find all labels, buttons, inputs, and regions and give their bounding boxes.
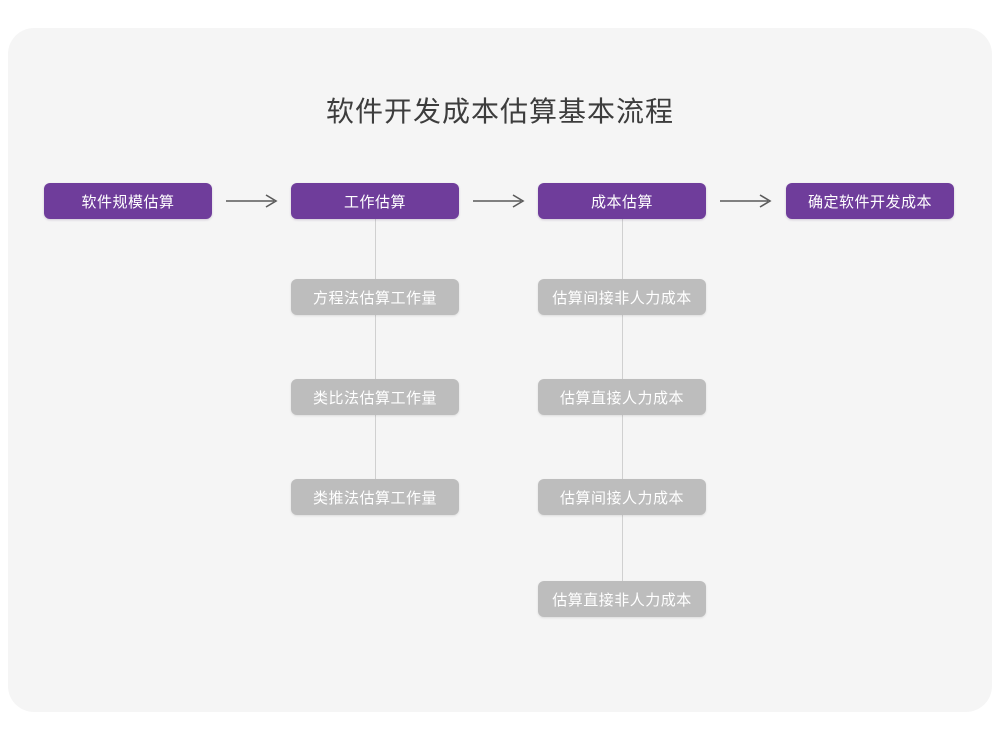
branch-2-item-4[interactable]: 估算直接非人力成本 [538, 581, 706, 617]
branch-2-item-3-label: 估算间接人力成本 [559, 489, 684, 507]
flow-step-2[interactable]: 工作估算 [291, 183, 459, 219]
flow-arrow-1 [216, 186, 291, 216]
flow-step-1[interactable]: 软件规模估算 [44, 183, 212, 219]
arrow-right-icon [225, 194, 278, 208]
branch-1-item-1-label: 方程法估算工作量 [312, 289, 437, 307]
branch-2-item-1-label: 估算间接非人力成本 [552, 289, 692, 307]
flow-step-3-label: 成本估算 [590, 193, 653, 211]
branch-1-item-3-label: 类推法估算工作量 [312, 489, 437, 507]
page-title: 软件开发成本估算基本流程 [325, 96, 674, 127]
branch-1-item-2-label: 类比法估算工作量 [312, 389, 437, 407]
flow-step-1-label: 软件规模估算 [81, 193, 175, 211]
branch-2-item-1[interactable]: 估算间接非人力成本 [538, 279, 706, 315]
flow-step-2-label: 工作估算 [343, 193, 406, 211]
branch-2-item-3[interactable]: 估算间接人力成本 [538, 479, 706, 515]
branch-2-item-2[interactable]: 估算直接人力成本 [538, 379, 706, 415]
flow-step-3[interactable]: 成本估算 [538, 183, 706, 219]
branch-1-item-3[interactable]: 类推法估算工作量 [291, 479, 459, 515]
flow-arrow-3 [710, 186, 785, 216]
branch-2-item-4-label: 估算直接非人力成本 [552, 591, 692, 609]
flow-arrow-2 [463, 186, 538, 216]
branch-2-item-2-label: 估算直接人力成本 [559, 389, 684, 407]
arrow-right-icon [719, 194, 772, 208]
branch-1-item-2[interactable]: 类比法估算工作量 [291, 379, 459, 415]
arrow-right-icon [472, 194, 525, 208]
branch-1-item-1[interactable]: 方程法估算工作量 [291, 279, 459, 315]
flow-step-4[interactable]: 确定软件开发成本 [786, 183, 954, 219]
connector-line-branch-1 [375, 217, 376, 497]
diagram-card [8, 28, 992, 712]
flow-step-4-label: 确定软件开发成本 [807, 193, 932, 211]
